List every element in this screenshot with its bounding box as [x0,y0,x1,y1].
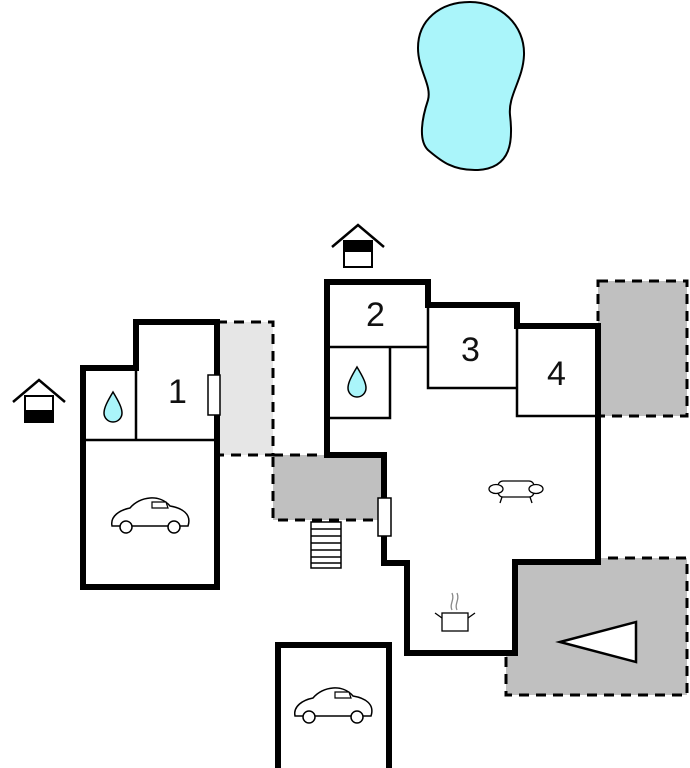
terrace-bottom-right [504,556,689,697]
sofa-icon [488,480,544,504]
triangle-marker [555,620,638,664]
room-4-label: 4 [547,355,566,393]
terrace-light [215,320,275,457]
pool [416,0,526,172]
cooking-pot-icon [434,592,476,632]
left-building [80,319,221,590]
room-1-label: 1 [168,373,187,411]
stairs [310,521,342,569]
main-building [324,279,601,656]
terrace-top-right [596,279,689,418]
house-icon [330,223,386,269]
door [207,374,221,416]
door [377,497,392,537]
terrace-entrance [271,453,386,522]
room-3-label: 3 [461,331,480,369]
room-2-label: 2 [366,296,385,334]
house-icon [11,378,67,424]
